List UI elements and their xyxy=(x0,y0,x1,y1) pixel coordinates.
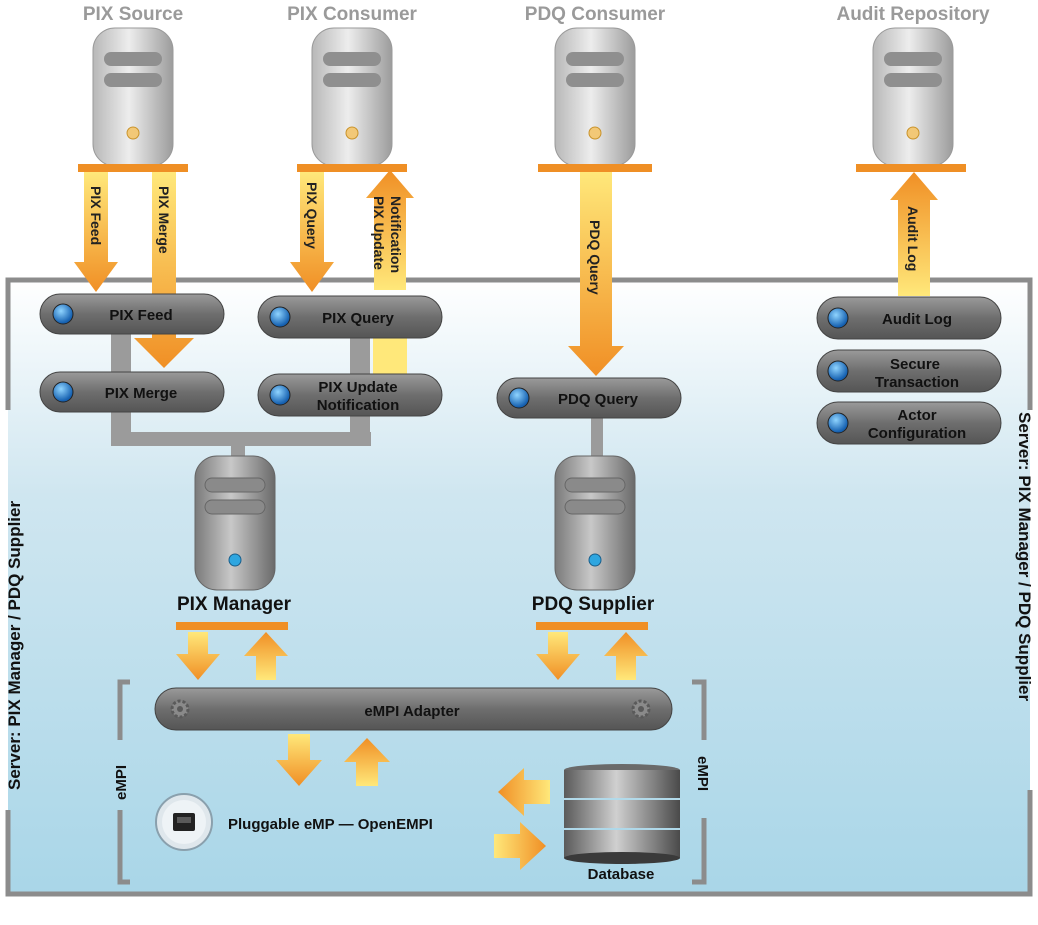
server-label-left: Server: PIX Manager / PDQ Supplier xyxy=(5,501,24,790)
audit-log-arrow xyxy=(890,172,938,296)
module-actor-configuration[interactable]: Actor Configuration xyxy=(816,401,1002,445)
pdq-consumer-bar xyxy=(538,164,652,172)
database-right-arrow xyxy=(494,822,546,870)
actor-title-pix-consumer: PIX Consumer xyxy=(287,4,417,25)
module-pdq-query-label: PDQ Query xyxy=(558,391,639,408)
bullet-icon xyxy=(508,387,530,409)
module-pdq-query[interactable]: PDQ Query xyxy=(496,377,682,419)
actor-title-pix-source: PIX Source xyxy=(83,4,183,25)
pix-feed-arrow-label: PIX Feed xyxy=(88,186,104,245)
gear-icon xyxy=(631,699,651,719)
pix-query-arrow-label: PIX Query xyxy=(304,182,320,249)
pix-manager-server-icon xyxy=(194,455,276,591)
empi-bracket-left xyxy=(117,679,130,885)
adapter-down-arrow xyxy=(276,734,322,786)
database-label: Database xyxy=(588,866,655,883)
bullet-icon xyxy=(827,307,849,329)
empi-label-right: eMPI xyxy=(694,756,711,791)
server-frame-bottom xyxy=(5,790,1033,897)
adapter-up-arrow xyxy=(344,738,390,786)
pdq-supplier-bar xyxy=(536,622,648,630)
bullet-icon xyxy=(52,303,74,325)
empi-adapter-label: eMPI Adapter xyxy=(364,703,459,720)
server-label-right: Server: PIX Manager / PDQ Supplier xyxy=(1015,412,1034,701)
audit-log-arrow-label: Audit Log xyxy=(905,206,921,271)
audit-repository-server-icon xyxy=(872,27,954,167)
module-pix-query-label: PIX Query xyxy=(322,310,394,327)
empi-adapter[interactable]: eMPI Adapter xyxy=(154,687,673,731)
module-actor-label-line2: Configuration xyxy=(868,425,966,442)
module-pix-update-notification[interactable]: PIX Update Notification xyxy=(257,373,443,417)
pdq-query-arrow xyxy=(568,172,624,376)
pix-query-arrow xyxy=(290,172,334,292)
module-pix-query[interactable]: PIX Query xyxy=(257,295,443,339)
module-pix-merge-label: PIX Merge xyxy=(105,385,178,402)
module-secure-label-line2: Transaction xyxy=(875,374,959,391)
bullet-icon xyxy=(269,384,291,406)
module-actor-label-line1: Actor xyxy=(897,407,936,424)
pix-update-arrow-label-line1: PIX Update xyxy=(371,196,387,270)
pdq-supplier-server-icon xyxy=(554,455,636,591)
bullet-icon xyxy=(52,381,74,403)
pix-manager-down-arrow xyxy=(176,632,220,680)
pdq-supplier-label: PDQ Supplier xyxy=(532,594,655,615)
pdq-supplier-down-arrow xyxy=(536,632,580,680)
module-pix-feed[interactable]: PIX Feed xyxy=(39,293,225,335)
pix-consumer-server-icon xyxy=(311,27,393,167)
module-pix-merge[interactable]: PIX Merge xyxy=(39,371,225,413)
pdq-query-arrow-label: PDQ Query xyxy=(587,220,603,295)
pix-source-server-icon xyxy=(92,27,174,167)
actor-title-pdq-consumer: PDQ Consumer xyxy=(525,4,666,25)
pix-merge-arrow-label: PIX Merge xyxy=(156,186,172,254)
pix-consumer-bar xyxy=(297,164,407,172)
empi-label-left: eMPI xyxy=(113,765,130,800)
database-left-arrow xyxy=(498,768,550,816)
module-pix-feed-label: PIX Feed xyxy=(109,307,172,324)
network-port-icon xyxy=(155,793,213,851)
database-icon xyxy=(564,764,680,864)
pix-feed-arrow xyxy=(74,172,118,292)
pix-update-notification-arrow xyxy=(366,170,414,374)
module-secure-label-line1: Secure xyxy=(890,356,940,373)
bullet-icon xyxy=(269,306,291,328)
module-pix-update-label-line1: PIX Update xyxy=(318,379,397,396)
module-pix-update-label-line2: Notification xyxy=(317,397,400,414)
pix-connector-lines xyxy=(111,334,371,460)
pdq-consumer-server-icon xyxy=(554,27,636,167)
pdq-connector-line xyxy=(591,418,603,460)
module-audit-log-label: Audit Log xyxy=(882,311,952,328)
bullet-icon xyxy=(827,412,849,434)
module-audit-log[interactable]: Audit Log xyxy=(816,296,1002,340)
empi-bracket-right xyxy=(692,679,707,885)
server-frame-top xyxy=(5,277,1033,410)
bullet-icon xyxy=(827,360,849,382)
pluggable-empi-label: Pluggable eMP — OpenEMPI xyxy=(228,816,433,833)
pdq-supplier-up-arrow xyxy=(604,632,648,680)
gear-icon xyxy=(170,699,190,719)
audit-repository-bar xyxy=(856,164,966,172)
actor-title-audit-repository: Audit Repository xyxy=(836,4,989,25)
module-secure-transaction[interactable]: Secure Transaction xyxy=(816,349,1002,393)
pix-manager-label: PIX Manager xyxy=(177,594,292,615)
pix-source-bar xyxy=(78,164,188,172)
pix-manager-bar xyxy=(176,622,288,630)
pix-update-arrow-label-line2: Notification xyxy=(388,196,404,273)
pix-manager-up-arrow xyxy=(244,632,288,680)
pix-merge-arrow xyxy=(134,172,194,368)
